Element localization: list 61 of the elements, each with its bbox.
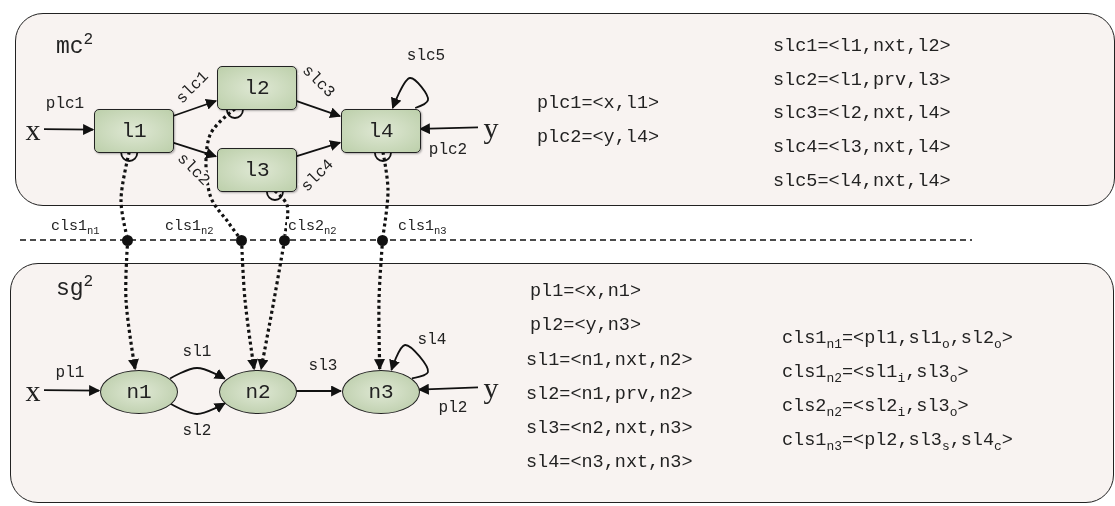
node-ellipse: n3 (342, 370, 420, 414)
port-label: y (479, 111, 503, 145)
junction-dot (236, 235, 247, 246)
definition-text: sl2=<n1,prv,n2> (526, 385, 693, 406)
arrow (169, 402, 226, 415)
panel-title: sg$^{2}$ (56, 276, 94, 302)
arrow (43, 124, 95, 135)
junction-dot (279, 235, 290, 246)
node-ellipse: n2 (219, 370, 297, 414)
junction-dot (377, 235, 388, 246)
port-label: x (21, 113, 45, 147)
panel-title: mc$^{2}$ (56, 34, 94, 60)
dotted-arrow (124, 245, 139, 371)
junction-dot (122, 235, 133, 246)
definition-text: plc1=<x,l1> (537, 94, 660, 115)
definition-text: slc1=<l1,nxt,l2> (773, 37, 951, 58)
state-box: l2 (217, 66, 297, 110)
port-label: x (21, 374, 45, 408)
arrow (43, 385, 101, 397)
definition-text: slc4=<l3,nxt,l4> (773, 138, 951, 159)
definition-text: sl3=<n2,nxt,n3> (526, 419, 693, 440)
definition-text: cls2$_{n2}$=<sl2$_{i}$,sl3$_{o}$> (782, 397, 969, 418)
arrow (172, 141, 218, 159)
definition-text: cls1$_{n3}$=<pl2,sl3$_{s}$,sl4$_{c}$> (782, 431, 1013, 452)
definition-text: slc3=<l2,nxt,l4> (773, 104, 951, 125)
arrow (391, 77, 429, 110)
definition-text: pl1=<x,n1> (530, 282, 642, 303)
arrow (295, 140, 342, 158)
definition-text: slc2=<l1,prv,l3> (773, 71, 951, 92)
edge-label: plc1 (44, 95, 86, 113)
definition-text: pl2=<y,n3> (530, 316, 642, 337)
arrow (418, 123, 479, 135)
arrow (389, 344, 429, 380)
state-box: l1 (94, 109, 174, 153)
arrow (417, 383, 479, 395)
dotted-arrow (257, 245, 286, 371)
definition-text: plc2=<y,l4> (537, 128, 660, 149)
graph-panel (15, 13, 1115, 206)
junction-label: cls1$_{n2}$ (164, 219, 215, 236)
junction-label: cls1$_{n1}$ (50, 219, 101, 236)
junction-label: cls1$_{n3}$ (397, 219, 448, 236)
definition-text: cls1$_{n1}$=<pl1,sl1$_{o}$,sl2$_{o}$> (782, 329, 1013, 350)
arrow (295, 385, 343, 397)
node-ellipse: n1 (100, 370, 178, 414)
arrow (172, 99, 218, 117)
graph-panel (10, 263, 1114, 503)
state-box: l4 (341, 109, 421, 153)
junction-label: cls2$_{n2}$ (287, 219, 338, 236)
edge-label: pl1 (54, 364, 86, 382)
arrow (169, 367, 226, 380)
port-label: y (479, 371, 503, 405)
definition-text: sl1=<n1,nxt,n2> (526, 351, 693, 372)
dotted-arrow (240, 245, 259, 371)
dotted-arrow (374, 245, 385, 371)
definition-text: sl4=<n3,nxt,n3> (526, 453, 693, 474)
edge-label: plc2 (427, 141, 469, 159)
edge-label: pl2 (437, 399, 469, 417)
definition-text: cls1$_{n2}$=<sl1$_{i}$,sl3$_{o}$> (782, 363, 969, 384)
state-box: l3 (217, 148, 297, 192)
definition-text: slc5=<l4,nxt,l4> (773, 172, 951, 193)
arrow (295, 99, 342, 119)
